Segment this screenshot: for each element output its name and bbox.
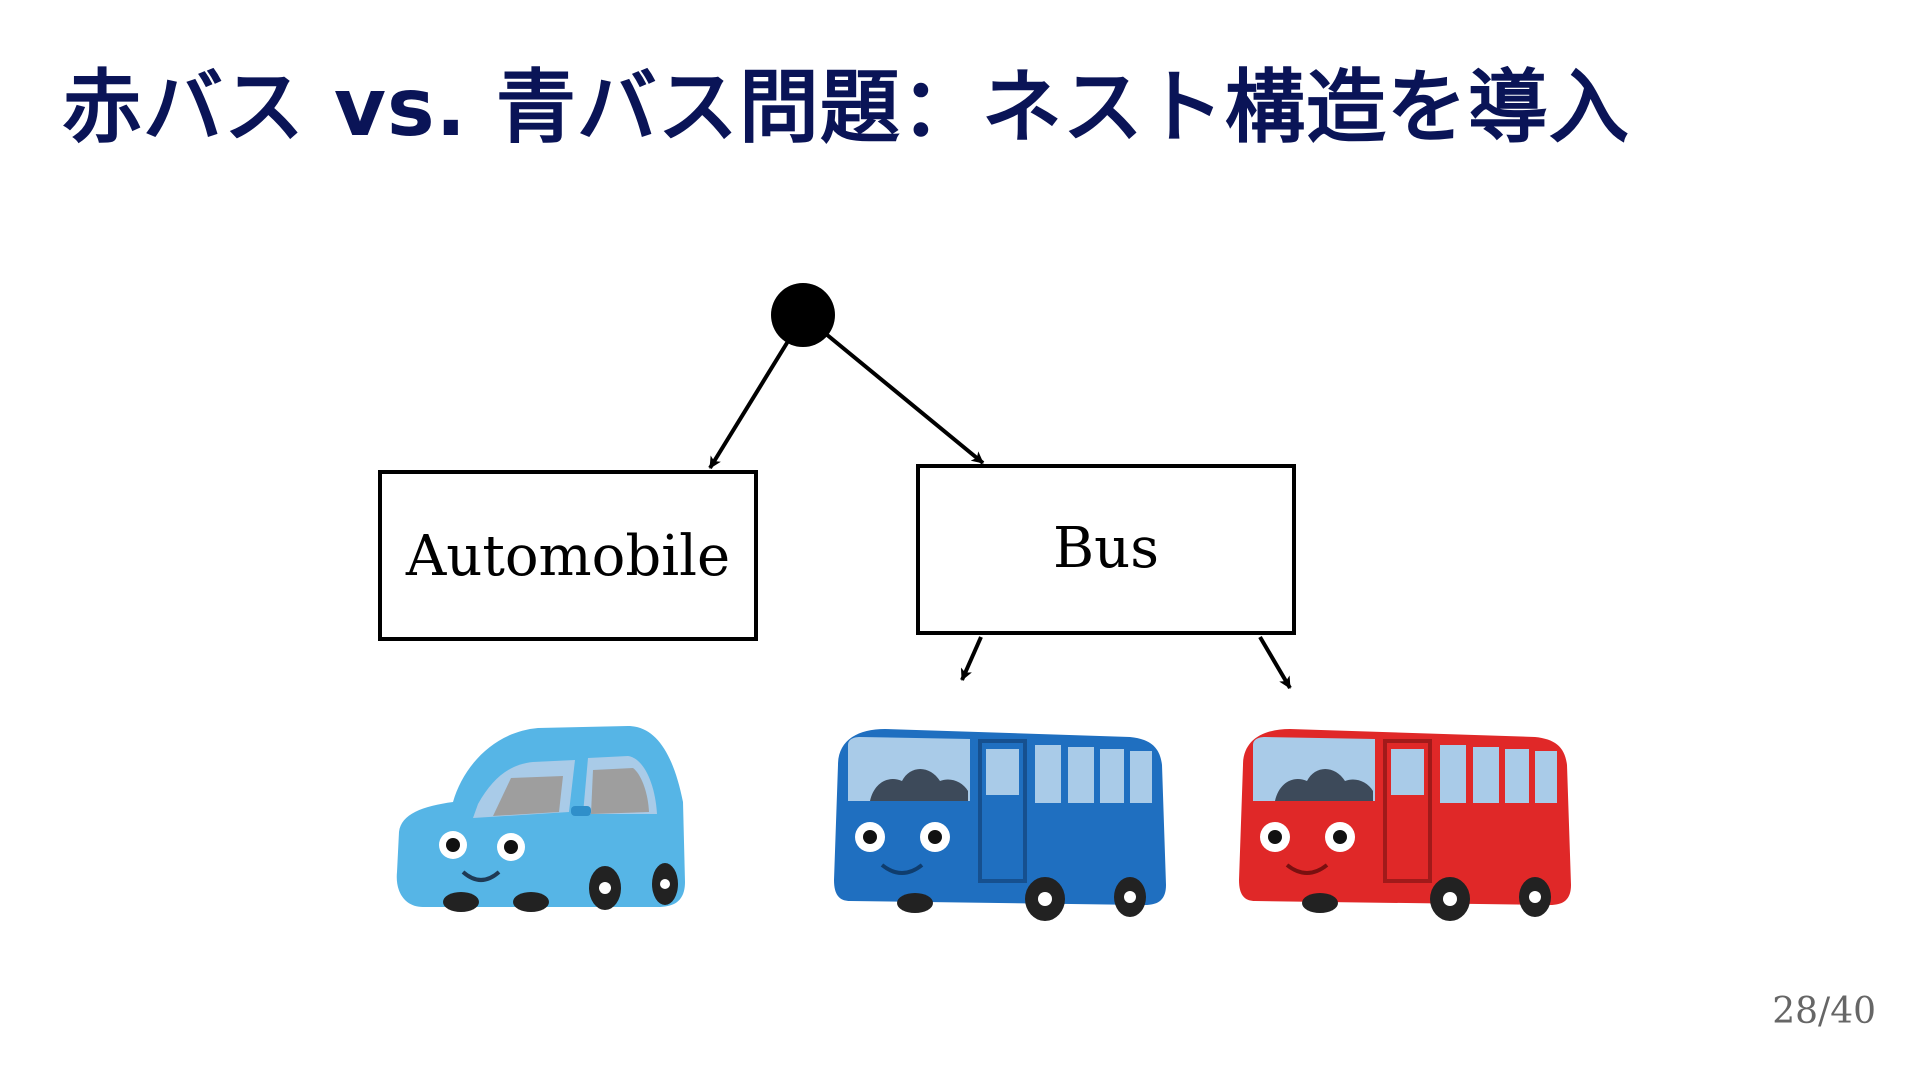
bus-label: Bus — [1053, 516, 1159, 581]
edge-root-bus — [824, 332, 985, 465]
edge-bus-red-bus — [1258, 635, 1292, 690]
bus-icon — [1239, 729, 1571, 921]
page-current: 28 — [1772, 991, 1819, 1032]
edge-bus-blue-bus — [960, 636, 983, 681]
page-separator: / — [1818, 991, 1831, 1032]
page-total: 40 — [1830, 991, 1876, 1032]
bus-icon — [834, 729, 1166, 921]
automobile-label: Automobile — [405, 524, 730, 589]
root-node — [771, 283, 835, 347]
edge-root-automobile — [708, 336, 792, 470]
slide-title: 赤バス vs. 青バス問題：ネスト構造を導入 — [62, 61, 1630, 154]
bus-node: Bus — [916, 464, 1296, 635]
car-icon — [396, 726, 685, 912]
automobile-node: Automobile — [378, 470, 758, 641]
page-number: 28/40 — [1772, 991, 1876, 1032]
